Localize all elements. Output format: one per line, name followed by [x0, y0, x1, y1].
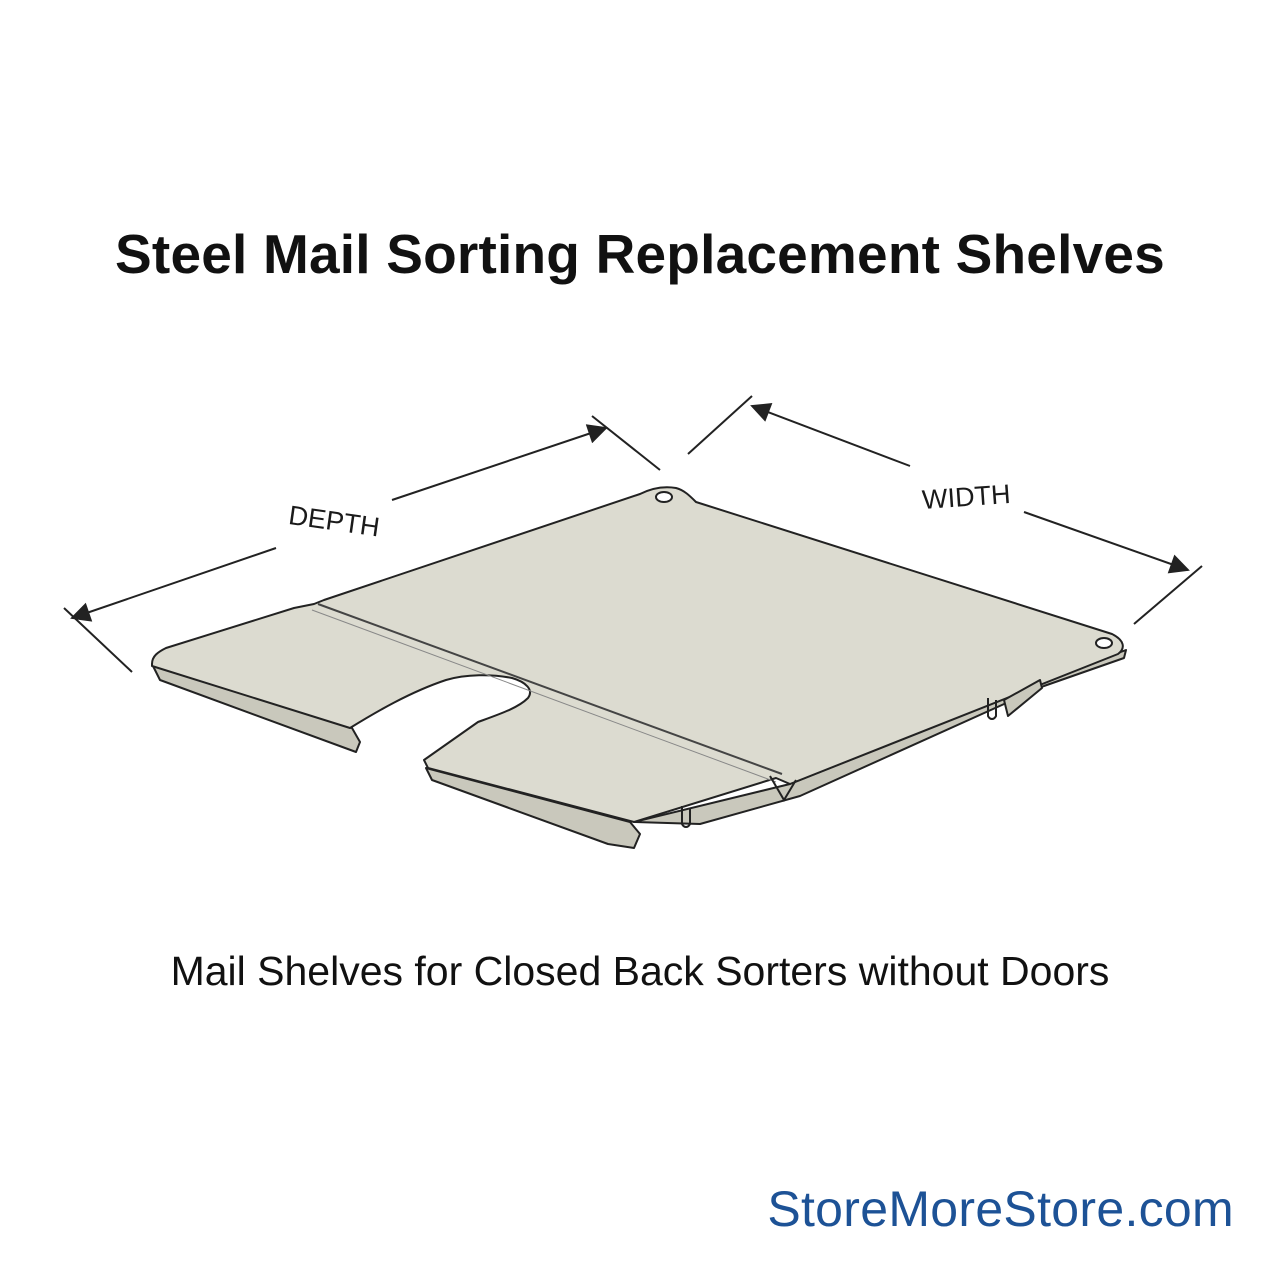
mounting-hole-right — [1095, 637, 1113, 649]
depth-arrow-left — [70, 547, 277, 622]
depth-arrow-right — [391, 424, 608, 501]
shelf-v-notch — [769, 775, 797, 802]
depth-label: DEPTH — [287, 500, 382, 542]
shelf-right-tab-edge — [425, 767, 641, 849]
depth-dimension: DEPTH — [63, 415, 661, 673]
shelf-clip-front — [681, 806, 691, 828]
shelf-top-surface — [151, 486, 1124, 823]
width-arrow-left — [750, 403, 911, 467]
mounting-hole-top — [655, 491, 673, 503]
shelf-rear-tab — [1003, 679, 1043, 717]
width-dimension: WIDTH — [687, 395, 1203, 625]
width-arrow-right — [1023, 511, 1190, 574]
width-label: WIDTH — [921, 479, 1011, 515]
shelf-illustration — [151, 486, 1127, 849]
shelf-clip-rear — [987, 698, 997, 720]
shelf-fold-line-shadow — [311, 609, 777, 783]
width-extension-left — [687, 395, 753, 455]
page-subtitle: Mail Shelves for Closed Back Sorters wit… — [170, 948, 1110, 994]
depth-extension-right — [591, 415, 661, 471]
shelf-fold-line — [317, 603, 783, 775]
brand-link[interactable]: StoreMoreStore.com — [767, 1181, 1234, 1237]
page-title: Steel Mail Sorting Replacement Shelves — [115, 223, 1165, 285]
width-extension-right — [1133, 565, 1203, 625]
